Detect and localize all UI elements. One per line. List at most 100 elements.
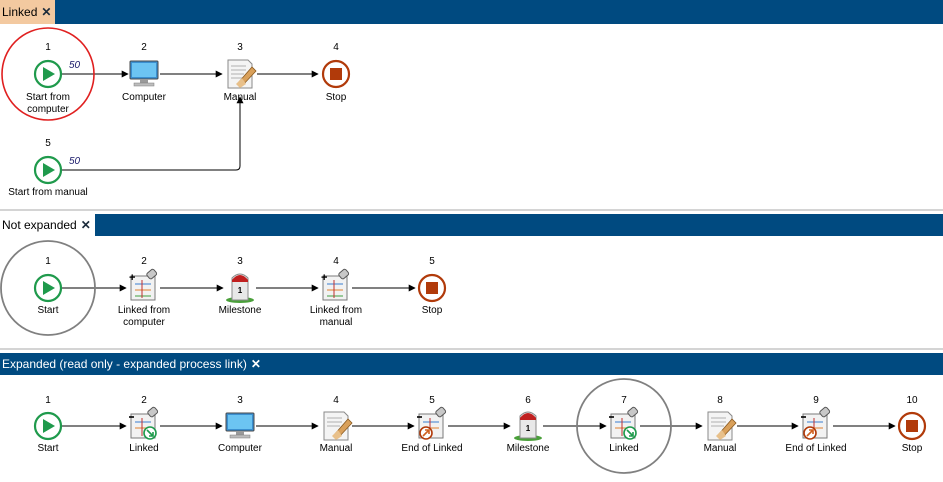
node-label: Linked [609,443,638,454]
node-label: Start from [26,92,70,103]
close-icon[interactable]: ✕ [41,5,52,19]
stop-icon [897,411,927,441]
node-manual[interactable]: 3 Manual [224,42,257,103]
manual-icon [707,411,737,441]
node-start-manual[interactable]: 5 Start from manual [8,138,87,198]
node-label: Start [37,443,58,454]
svg-text:+: + [321,272,327,284]
node-label: Milestone [219,305,262,316]
node-label: Milestone [507,443,550,454]
svg-text:1: 1 [238,286,243,295]
node-label: End of Linked [785,443,846,454]
node-number: 3 [237,42,243,53]
manual-icon [323,411,353,441]
node-label: Linked from [310,305,362,316]
node-label: End of Linked [401,443,462,454]
close-icon[interactable]: ✕ [250,357,261,371]
node-computer[interactable]: 2 Computer [122,42,167,103]
node-label: Start [37,305,58,316]
tab-label: Expanded (read only - expanded process l… [2,357,247,371]
node-label: Start from manual [8,187,87,198]
node-number: 2 [141,395,147,406]
node-number: 5 [45,138,51,149]
panel-not-expanded: Not expanded ✕ 1 Start 2 + [0,214,943,348]
node-label: Linked [129,443,158,454]
node-stop[interactable]: 10 Stop [897,395,927,454]
selection-ring [576,378,672,474]
node-label: computer [27,104,69,115]
node-number: 4 [333,395,339,406]
stop-icon [417,273,447,303]
node-label: Stop [326,92,347,103]
start-icon [33,273,63,303]
node-number: 4 [333,256,339,267]
linked-out-icon [800,405,832,440]
manual-icon [227,59,257,89]
node-number: 2 [141,256,147,267]
node-milestone[interactable]: 3 1 Milestone [219,256,262,316]
node-manual[interactable]: 4 Manual [320,395,353,454]
tab-not-expanded[interactable]: Not expanded ✕ [0,214,95,236]
node-label: Linked from [118,305,170,316]
node-start[interactable]: 1 Start from computer [26,42,70,115]
diagram-expanded: 1 Start 2 Linked 3 [33,378,927,474]
panel-header: Linked ✕ [0,0,943,24]
node-end-of-linked[interactable]: 5 End of Linked [401,395,462,454]
node-label: Manual [320,443,353,454]
node-number: 2 [141,42,147,53]
node-number: 10 [906,395,918,406]
node-number: 4 [333,42,339,53]
node-number: 6 [525,395,531,406]
node-number: 1 [45,256,51,267]
node-linked[interactable]: 2 Linked [128,395,160,454]
node-label: Stop [422,305,443,316]
node-linked-computer[interactable]: 2 + Linked from computer [118,256,170,328]
connector [62,96,244,171]
node-start[interactable]: 1 Start [33,256,63,316]
close-icon[interactable]: ✕ [80,218,91,232]
node-label: computer [123,317,165,328]
node-number: 5 [429,395,435,406]
computer-icon [225,412,255,439]
linked-out-icon [416,405,448,440]
stop-icon [321,59,351,89]
node-label: Manual [224,92,257,103]
node-linked-manual[interactable]: 4 + Linked from manual [310,256,362,328]
node-label: Manual [704,443,737,454]
node-linked[interactable]: 7 Linked [608,395,640,454]
milestone-icon: 1 [226,273,254,303]
node-label: Stop [902,443,923,454]
selection-ring [0,240,96,336]
node-label: Computer [218,443,263,454]
divider [0,209,943,211]
linked-process-icon: + [321,268,350,301]
start-icon [33,411,63,441]
panel-linked: Linked ✕ 50 50 1 Start from computer [0,0,943,209]
panel-header: Not expanded ✕ [0,214,943,236]
panel-header: Expanded (read only - expanded process l… [0,353,943,375]
node-end-of-linked[interactable]: 9 End of Linked [785,395,846,454]
node-computer[interactable]: 3 Computer [218,395,263,454]
linked-in-icon [128,405,160,440]
edge-label: 50 [69,60,81,71]
node-milestone[interactable]: 6 1 Milestone [507,395,550,454]
svg-text:+: + [129,272,135,284]
node-number: 5 [429,256,435,267]
node-number: 7 [621,395,627,406]
tab-expanded[interactable]: Expanded (read only - expanded process l… [0,353,265,375]
tab-label: Not expanded [2,218,77,232]
tab-label: Linked [2,5,38,19]
node-start[interactable]: 1 Start [33,395,63,454]
computer-icon [129,60,159,87]
node-number: 9 [813,395,819,406]
node-number: 1 [45,395,51,406]
linked-process-icon: + [129,268,158,301]
node-number: 8 [717,395,723,406]
node-stop[interactable]: 5 Stop [417,256,447,316]
diagram-linked: 50 50 1 Start from computer 2 Computer [1,27,351,198]
node-manual[interactable]: 8 Manual [704,395,737,454]
node-label: Computer [122,92,167,103]
start-icon [33,59,63,89]
node-stop[interactable]: 4 Stop [321,42,351,103]
tab-linked[interactable]: Linked ✕ [0,0,56,24]
